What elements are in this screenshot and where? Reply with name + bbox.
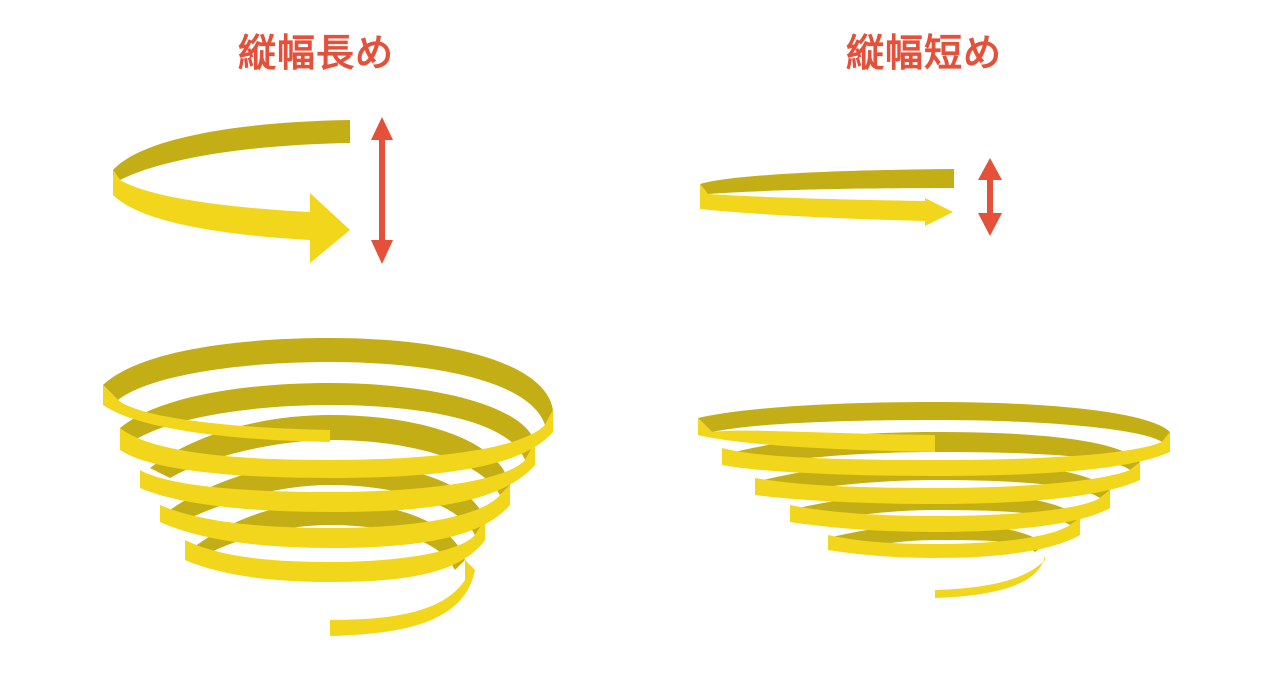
title-tall-pitch: 縦幅長め: [238, 31, 395, 75]
spiral-tall: [103, 338, 553, 636]
title-short-pitch: 縦幅短め: [846, 31, 1003, 75]
rotation-arrow-short: [700, 169, 954, 226]
rotation-arrow-tall: [113, 120, 350, 263]
spiral-short: [698, 402, 1170, 598]
double-arrow-tall-icon: [371, 117, 393, 264]
double-arrow-short-icon: [978, 158, 1002, 236]
